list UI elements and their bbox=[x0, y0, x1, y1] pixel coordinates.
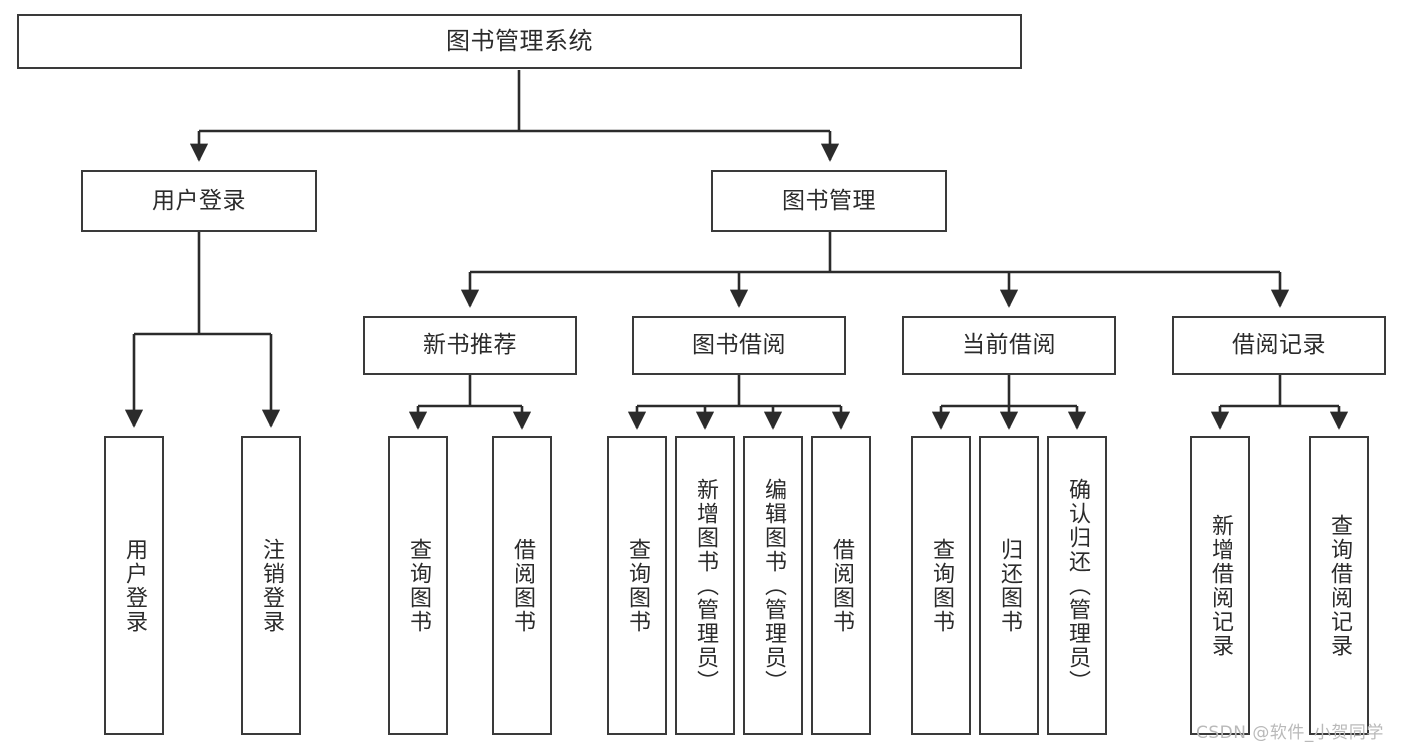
leaf-confirm-return-admin[interactable]: 确认归还（管理员） bbox=[1047, 436, 1107, 735]
node-label: 查询图书 bbox=[624, 537, 650, 634]
node-current-borrow[interactable]: 当前借阅 bbox=[902, 316, 1116, 375]
node-label: 查询借阅记录 bbox=[1326, 513, 1352, 658]
leaf-query-book-current[interactable]: 查询图书 bbox=[911, 436, 971, 735]
node-label: 图书管理 bbox=[782, 187, 876, 214]
node-label: 用户登录 bbox=[152, 187, 246, 214]
node-book-borrow[interactable]: 图书借阅 bbox=[632, 316, 846, 375]
leaf-query-book-recommend[interactable]: 查询图书 bbox=[388, 436, 448, 735]
node-label: 图书借阅 bbox=[692, 332, 786, 359]
node-label: 确认归还（管理员） bbox=[1064, 477, 1090, 694]
node-label: 借阅记录 bbox=[1232, 332, 1326, 359]
leaf-logout-login[interactable]: 注销登录 bbox=[241, 436, 301, 735]
leaf-add-borrow-record[interactable]: 新增借阅记录 bbox=[1190, 436, 1250, 735]
leaf-return-book[interactable]: 归还图书 bbox=[979, 436, 1039, 735]
leaf-edit-book-admin[interactable]: 编辑图书（管理员） bbox=[743, 436, 803, 735]
node-label: 用户登录 bbox=[121, 537, 147, 634]
node-label: 新书推荐 bbox=[423, 332, 517, 359]
node-label: 借阅图书 bbox=[509, 537, 535, 634]
node-label: 借阅图书 bbox=[828, 537, 854, 634]
leaf-query-book-borrow[interactable]: 查询图书 bbox=[607, 436, 667, 735]
leaf-borrow-book-recommend[interactable]: 借阅图书 bbox=[492, 436, 552, 735]
node-label: 注销登录 bbox=[258, 537, 284, 634]
node-label: 图书管理系统 bbox=[446, 26, 593, 55]
node-book-management[interactable]: 图书管理 bbox=[711, 170, 947, 232]
node-label: 新增图书（管理员） bbox=[692, 477, 718, 694]
node-label: 归还图书 bbox=[996, 537, 1022, 634]
node-new-book-recommend[interactable]: 新书推荐 bbox=[363, 316, 577, 375]
node-label: 编辑图书（管理员） bbox=[760, 477, 786, 694]
node-label: 查询图书 bbox=[405, 537, 431, 634]
leaf-add-book-admin[interactable]: 新增图书（管理员） bbox=[675, 436, 735, 735]
leaf-user-login[interactable]: 用户登录 bbox=[104, 436, 164, 735]
node-root-book-management-system[interactable]: 图书管理系统 bbox=[17, 14, 1022, 69]
node-borrow-record[interactable]: 借阅记录 bbox=[1172, 316, 1386, 375]
node-label: 当前借阅 bbox=[962, 332, 1056, 359]
leaf-borrow-book[interactable]: 借阅图书 bbox=[811, 436, 871, 735]
csdn-watermark: CSDN @软件_小贺同学 bbox=[1196, 723, 1384, 743]
leaf-query-borrow-record[interactable]: 查询借阅记录 bbox=[1309, 436, 1369, 735]
node-label: 新增借阅记录 bbox=[1207, 513, 1233, 658]
node-label: 查询图书 bbox=[928, 537, 954, 634]
node-user-login[interactable]: 用户登录 bbox=[81, 170, 317, 232]
